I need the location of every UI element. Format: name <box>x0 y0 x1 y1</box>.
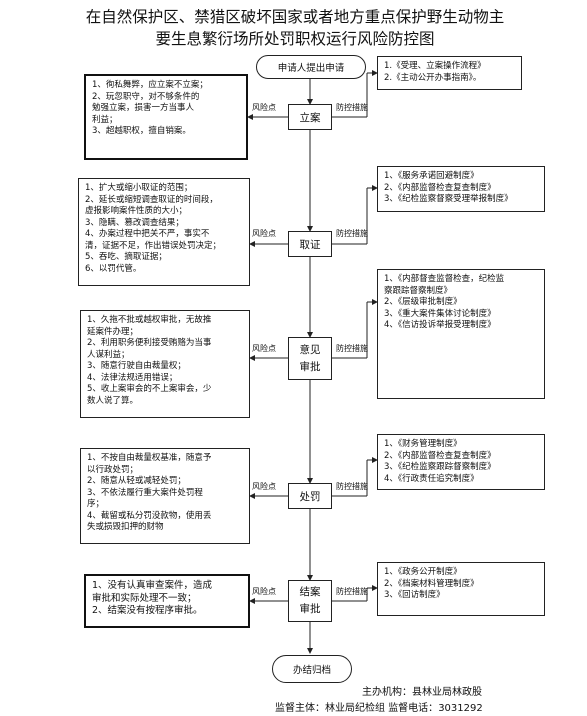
end-node-label: 办结归档 <box>292 665 331 676</box>
risk-line: 延案件办理； <box>87 326 139 337</box>
risk-line: 3、超越职权，擅自销案。 <box>92 126 191 136</box>
risk-line: 4、法律法规适用错误； <box>87 372 178 383</box>
title-line-2: 要生息繁衍场所处罚职权运行风险防控图 <box>155 30 435 48</box>
stage-node-evidence: 取证 <box>288 231 332 257</box>
stage-node-penalty: 处罚 <box>288 483 332 509</box>
measure-line: 2、《内部监督检查复查制度》 <box>384 182 496 193</box>
measure-line: 察跟踪督察制度》 <box>384 285 453 296</box>
stage-node-label: 取证 <box>299 238 321 251</box>
risk-line: 6、以罚代管。 <box>85 263 142 274</box>
footer-phone-label: 监督电话： <box>388 703 439 714</box>
risk-box-penalty: 1、不按自由裁量权基准，随意予 以行政处罚； 2、随意从轻或减轻处罚； 3、不依… <box>80 448 250 544</box>
measures-label: 防控措施 <box>336 482 368 491</box>
risk-line: 人谋利益； <box>87 349 130 360</box>
risk-line: 勉强立案，损害一方当事人 <box>92 103 195 113</box>
risk-line: 虚报影响案件性质的大小； <box>85 206 188 216</box>
risk-line: 失或损毁扣押的财物 <box>87 522 164 532</box>
risk-point-label: 风险点 <box>252 587 276 596</box>
risk-line: 审批和实际处理不一致； <box>92 592 197 604</box>
title-line-1: 在自然保护区、禁猎区破坏国家或者地方重点保护野生动物主 <box>85 8 505 26</box>
risk-line: 清，证据不足，作出错误处罚决定； <box>85 240 222 251</box>
measure-line: 3、《重大案件集体讨论制度》 <box>384 308 496 319</box>
risk-point-label: 风险点 <box>252 229 276 238</box>
measures-label: 防控措施 <box>336 344 368 353</box>
measure-line: 1、《政务公开制度》 <box>384 567 462 577</box>
risk-line: 3、不依法履行重大案件处罚程 <box>87 487 203 498</box>
measure-line: 2、《档案材料管理制度》 <box>384 578 479 589</box>
risk-line: 1、没有认真审查案件，造成 <box>92 580 213 591</box>
footer-supervision: 监督主体：林业局纪检组 监督电话：3031292 <box>275 699 483 714</box>
stage-node-review: 意见 审批 <box>288 337 332 380</box>
risk-point-label: 风险点 <box>252 482 276 491</box>
risk-line: 1、久拖不批或越权审批，无故推 <box>87 315 212 325</box>
risk-line: 2、结案没有按程序审批。 <box>92 605 203 616</box>
measure-line: 1、《财务管理制度》 <box>384 439 462 449</box>
stage-node-label: 结案 <box>299 586 321 598</box>
measure-line: 1.《受理、立案操作流程》 <box>384 61 486 71</box>
page-title: 在自然保护区、禁猎区破坏国家或者地方重点保护野生动物主 要生息繁衍场所处罚职权运… <box>20 6 570 50</box>
start-node-label: 申请人提出申请 <box>277 63 345 74</box>
stage-node-closing: 结案 审批 <box>288 580 332 622</box>
risk-line: 序； <box>87 499 105 509</box>
footer-organizer-value: 县林业局林政股 <box>412 687 482 698</box>
measure-line: 4、《信访投诉举报受理制度》 <box>384 320 496 330</box>
measure-box-penalty: 1、《财务管理制度》 2、《内部监督检查复查制度》 3、《纪检监察跟踪督察制度》… <box>377 434 545 490</box>
footer-supervisor-value: 林业局纪检组 <box>325 703 385 714</box>
risk-box-closing: 1、没有认真审查案件，造成 审批和实际处理不一致； 2、结案没有按程序审批。 <box>84 574 250 628</box>
measure-box-filing: 1.《受理、立案操作流程》 2.《主动公开办事指南》。 <box>377 56 522 90</box>
risk-line: 1、徇私舞弊，应立案不立案； <box>92 80 208 90</box>
risk-line: 5、收上案审会的不上案审会，少 <box>87 384 212 394</box>
risk-point-label: 风险点 <box>252 103 276 112</box>
measure-line: 3、《回访制度》 <box>384 590 445 600</box>
risk-box-filing: 1、徇私舞弊，应立案不立案； 2、玩忽职守，对不够条件的 勉强立案，损害一方当事… <box>84 74 248 160</box>
risk-line: 1、扩大或缩小取证的范围； <box>85 183 193 193</box>
footer-phone-value: 3031292 <box>438 703 483 714</box>
risk-line: 2、延长或缩短调查取证的时间段， <box>85 194 218 205</box>
measure-box-closing: 1、《政务公开制度》 2、《档案材料管理制度》 3、《回访制度》 <box>377 562 545 616</box>
stage-node-label: 立案 <box>299 111 321 124</box>
measure-box-evidence: 1、《服务承诺回避制度》 2、《内部监督检查复查制度》 3、《纪检监察督察受理举… <box>377 166 545 212</box>
measure-line: 2.《主动公开办事指南》。 <box>384 72 482 83</box>
stage-node-filing: 立案 <box>288 104 332 130</box>
risk-line: 利益； <box>92 114 118 125</box>
stage-node-label: 审批 <box>299 603 321 615</box>
risk-line: 数人说了算。 <box>87 395 139 406</box>
stage-node-label: 意见 <box>299 343 321 356</box>
footer-organizer-label: 主办机构： <box>362 687 412 698</box>
measure-box-review: 1、《内部督查监督检查，纪检监 察跟踪督察制度》 2、《层级审批制度》 3、《重… <box>377 269 545 399</box>
stage-node-label: 审批 <box>299 360 321 373</box>
risk-point-label: 风险点 <box>252 344 276 353</box>
risk-line: 以行政处罚； <box>87 464 139 475</box>
measure-line: 3、《纪检监察跟踪督察制度》 <box>384 462 496 472</box>
risk-line: 2、随意从轻或减轻处罚； <box>87 476 186 486</box>
risk-line: 5、吞吃、摘取证据； <box>85 252 167 262</box>
risk-box-review: 1、久拖不批或越权审批，无故推 延案件办理； 2、利用职务便利接受贿赂为当事 人… <box>80 310 250 418</box>
measures-label: 防控措施 <box>336 103 368 112</box>
measures-label: 防控措施 <box>336 587 368 596</box>
risk-line: 3、随意行驶自由裁量权； <box>87 361 186 371</box>
risk-line: 1、不按自由裁量权基准，随意予 <box>87 453 212 463</box>
risk-line: 4、办案过程中把关不严，事实不 <box>85 229 210 239</box>
start-node: 申请人提出申请 <box>256 55 366 79</box>
measure-line: 1、《服务承诺回避制度》 <box>384 171 479 181</box>
end-node: 办结归档 <box>272 655 352 683</box>
measures-label: 防控措施 <box>336 229 368 238</box>
footer-organizer: 主办机构：县林业局林政股 <box>362 683 482 698</box>
risk-line: 2、利用职务便利接受贿赂为当事 <box>87 338 212 348</box>
footer-supervisor-label: 监督主体： <box>275 703 325 714</box>
stage-node-label: 处罚 <box>299 490 321 503</box>
measure-line: 2、《内部监督检查复查制度》 <box>384 450 496 461</box>
measure-line: 3、《纪检监察督察受理举报制度》 <box>384 194 513 204</box>
risk-line: 4、截留或私分罚没款物，使用丢 <box>87 510 212 521</box>
risk-line: 2、玩忽职守，对不够条件的 <box>92 91 200 102</box>
risk-box-evidence: 1、扩大或缩小取证的范围； 2、延长或缩短调查取证的时间段， 虚报影响案件性质的… <box>78 178 250 286</box>
measure-line: 4、《行政责任追究制度》 <box>384 473 479 484</box>
measure-line: 1、《内部督查监督检查，纪检监 <box>384 274 505 284</box>
measure-line: 2、《层级审批制度》 <box>384 297 462 307</box>
risk-line: 3、隐瞒、篡改调查结果； <box>85 217 184 228</box>
